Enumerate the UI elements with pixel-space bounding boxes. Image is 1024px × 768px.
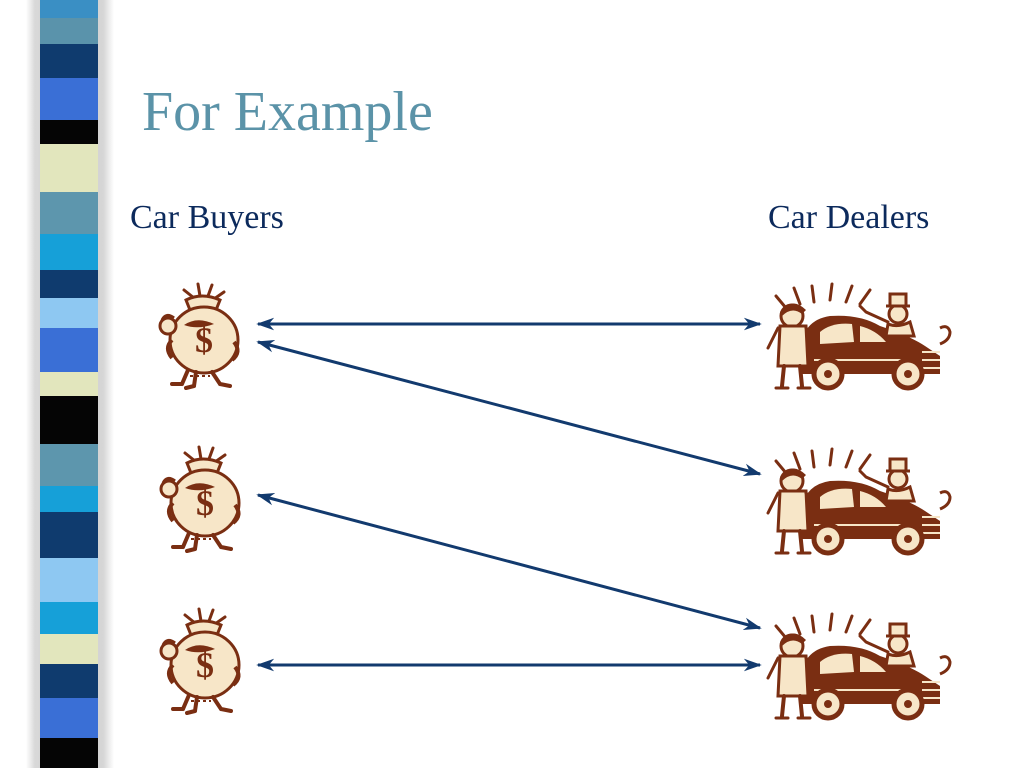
stripe-band (40, 328, 98, 372)
dealer-icons (768, 284, 950, 718)
stripe-band (40, 602, 98, 634)
car-dealer-icon (768, 284, 950, 388)
stripe-band (40, 698, 98, 738)
slide-title: For Example (142, 81, 433, 143)
buyer-icons (158, 282, 241, 715)
stripe-band (40, 0, 98, 18)
stripe-band (40, 120, 98, 144)
car-dealer-icon (768, 449, 950, 553)
stripe-band (40, 738, 98, 768)
car-dealers-label: Car Dealers (768, 199, 930, 236)
stripe-band (40, 396, 98, 444)
stripe-band (40, 372, 98, 396)
stripe-band (40, 78, 98, 120)
stripe-band (40, 486, 98, 512)
money-bag-icon (159, 607, 241, 715)
stripe-band (40, 18, 98, 44)
exchange-arrow (256, 340, 762, 476)
stripe-band (40, 444, 98, 486)
stripe-band (40, 512, 98, 558)
stripe-band (40, 634, 98, 664)
stripe-band (40, 192, 98, 234)
stripe-band (40, 558, 98, 602)
stripe-band (40, 144, 98, 192)
stripe-band (40, 234, 98, 270)
stripe-band (40, 664, 98, 698)
stripe-band (40, 298, 98, 328)
stripe-band (40, 44, 98, 78)
car-dealer-icon (768, 614, 950, 718)
stripe-band (40, 270, 98, 298)
money-bag-icon (159, 445, 241, 553)
exchange-arrows (256, 317, 762, 672)
car-buyers-label: Car Buyers (130, 199, 284, 236)
exchange-arrow (256, 493, 762, 630)
decorative-stripe-bar (40, 0, 98, 768)
money-bag-icon (158, 282, 240, 390)
